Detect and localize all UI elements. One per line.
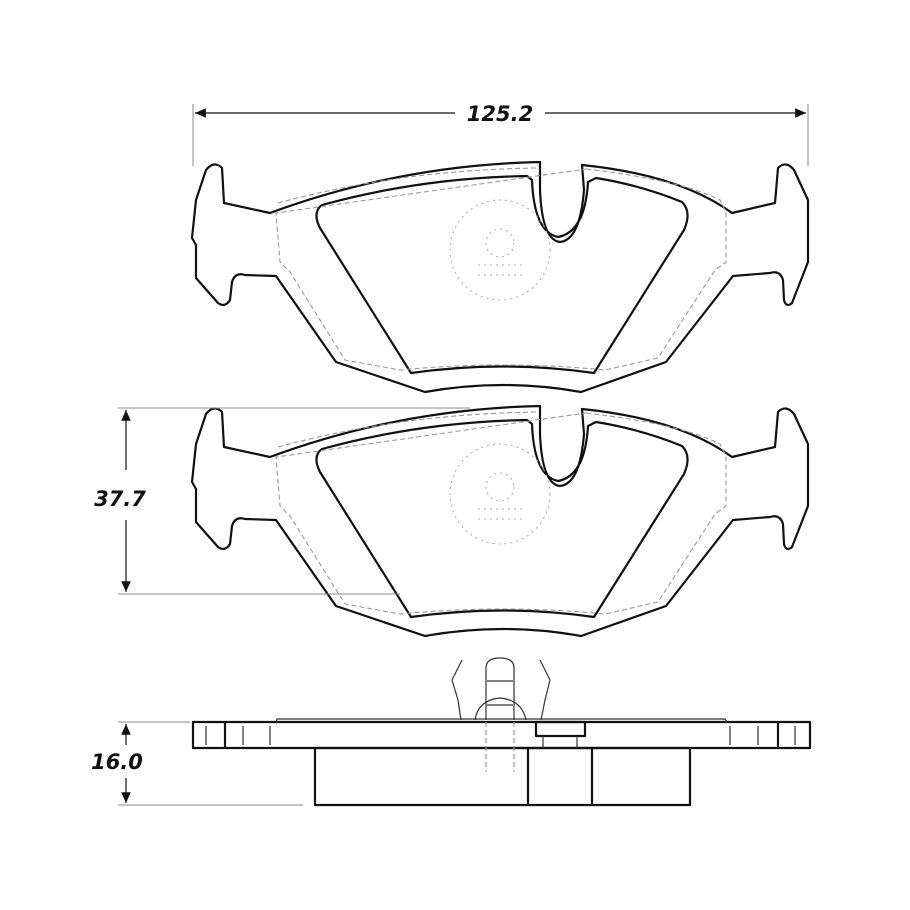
brake-pad-side-view bbox=[191, 657, 812, 807]
brake-pad-back-view bbox=[190, 404, 810, 638]
width-dimension-label: 125.2 bbox=[467, 102, 533, 126]
brake-pad-front-view bbox=[190, 160, 810, 394]
height-dimension-label: 37.7 bbox=[94, 487, 146, 511]
thickness-dimension-label: 16.0 bbox=[91, 750, 143, 774]
